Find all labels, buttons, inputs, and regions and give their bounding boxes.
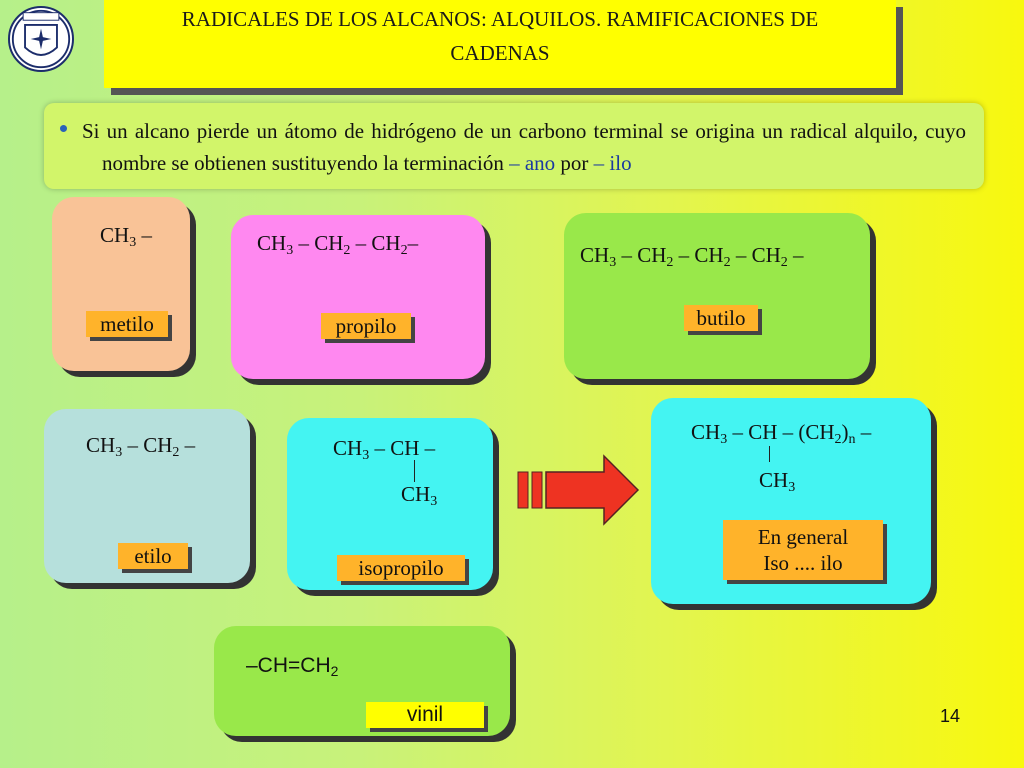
formula-propilo: CH3 – CH2 – CH2– (257, 231, 419, 258)
formula-metilo: CH3 – (100, 223, 152, 250)
title-line-1: RADICALES DE LOS ALCANOS: ALQUILOS. RAMI… (181, 7, 819, 31)
formula-etilo: CH3 – CH2 – (86, 433, 196, 460)
card-isopropilo: CH3 – CH – CH3 isopropilo (287, 418, 493, 590)
card-butilo: CH3 – CH2 – CH2 – CH2 – butilo (564, 213, 870, 379)
branch-isopropilo: CH3 (401, 482, 438, 509)
label-general-line-2: Iso .... ilo (763, 551, 843, 575)
term-ilo: – ilo (593, 151, 632, 175)
card-etilo: CH3 – CH2 – etilo (44, 409, 250, 583)
label-butilo: butilo (684, 305, 758, 331)
label-general: En general Iso .... ilo (723, 520, 883, 580)
card-metilo: CH3 – metilo (52, 197, 190, 371)
term-ano: – ano (509, 151, 556, 175)
page-number: 14 (940, 706, 961, 726)
bullet-icon (60, 125, 67, 132)
branch-bond-general (769, 446, 770, 462)
definition-main: Si un alcano pierde un átomo de hidrógen… (82, 119, 966, 175)
formula-butilo: CH3 – CH2 – CH2 – CH2 – (580, 243, 804, 270)
branch-general: CH3 (759, 468, 796, 495)
slide-title: RADICALES DE LOS ALCANOS: ALQUILOS. RAMI… (104, 0, 896, 88)
formula-vinil: –CH=CH2 (246, 654, 339, 679)
label-metilo: metilo (86, 311, 168, 337)
definition-por: por (555, 151, 594, 175)
label-general-line-1: En general (757, 525, 849, 549)
seal-icon (11, 9, 71, 69)
arrow-right-icon (517, 454, 640, 526)
card-vinil: –CH=CH2 vinil (214, 626, 510, 736)
card-propilo: CH3 – CH2 – CH2– propilo (231, 215, 485, 379)
label-isopropilo: isopropilo (337, 555, 465, 581)
definition-box: Si un alcano pierde un átomo de hidrógen… (44, 103, 984, 189)
university-logo (8, 6, 74, 72)
card-general: CH3 – CH – (CH2)n – CH3 En general Iso .… (651, 398, 931, 604)
formula-isopropilo: CH3 – CH – (333, 436, 436, 463)
title-line-2: CADENAS (450, 41, 550, 65)
label-etilo: etilo (118, 543, 188, 569)
label-propilo: propilo (321, 313, 411, 339)
definition-text: Si un alcano pierde un átomo de hidrógen… (82, 115, 966, 179)
formula-general: CH3 – CH – (CH2)n – (691, 420, 872, 447)
label-vinil: vinil (366, 702, 484, 728)
branch-bond (414, 460, 415, 482)
